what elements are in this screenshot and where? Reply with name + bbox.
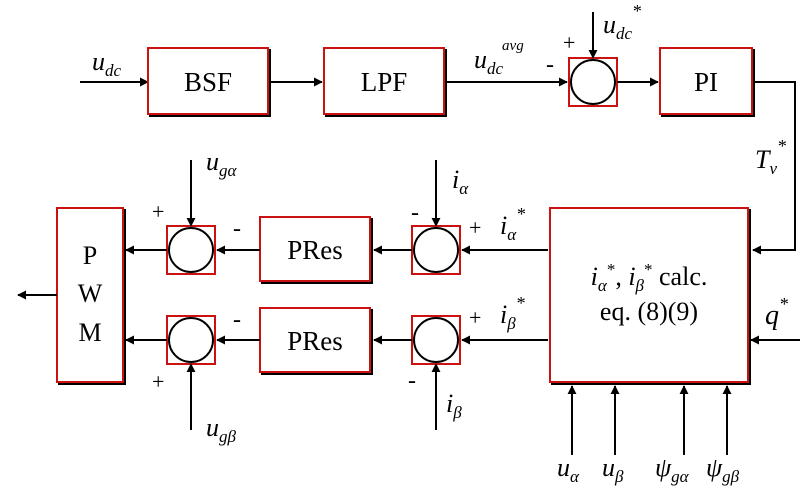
udc-ref-label: udc* xyxy=(603,1,641,43)
q-ref-label: q* xyxy=(765,294,788,331)
pres-alpha-label: PRes xyxy=(287,235,343,265)
pi-block: PI xyxy=(659,47,755,117)
alpha-current-summing-junction xyxy=(411,225,461,275)
current-reference-calc-block: iα*, iβ* calc. eq. (8)(9) xyxy=(549,207,751,385)
alpha-current-minus-sign: - xyxy=(411,200,419,226)
lpf-block: LPF xyxy=(323,47,447,117)
pwm-block: P W M xyxy=(56,207,126,385)
udc-label: udc xyxy=(92,47,122,80)
alpha-voltage-summing-junction xyxy=(166,225,216,275)
beta-voltage-summing-junction xyxy=(166,315,216,365)
ualpha-label: uα xyxy=(557,453,580,486)
beta-voltage-minus-sign: - xyxy=(233,307,241,333)
beta-voltage-plus-sign: + xyxy=(152,369,164,394)
psigalpha-label: ψgα xyxy=(655,453,690,486)
alpha-voltage-plus-sign: + xyxy=(152,199,164,224)
pres-beta-label: PRes xyxy=(287,326,343,356)
ugalpha-label: ugα xyxy=(206,147,238,180)
pres-beta-block: PRes xyxy=(259,307,373,375)
alpha-voltage-minus-sign: - xyxy=(233,216,241,242)
pi-label: PI xyxy=(694,67,718,97)
psigbeta-label: ψgβ xyxy=(706,453,740,486)
pres-alpha-block: PRes xyxy=(259,216,373,284)
beta-current-minus-sign: - xyxy=(408,368,416,394)
ialpha-ref-label: iα* xyxy=(500,204,525,244)
beta-current-plus-sign: + xyxy=(469,305,481,330)
lpf-label: LPF xyxy=(361,67,408,97)
pwm-letter-p: P xyxy=(83,241,97,270)
dc-summing-junction xyxy=(568,57,618,107)
tv-ref-label: Tv* xyxy=(755,136,786,178)
calc-line2: eq. (8)(9) xyxy=(600,297,698,326)
alpha-current-plus-sign: + xyxy=(469,215,481,240)
ubeta-label: uβ xyxy=(602,453,624,486)
pwm-letter-w: W xyxy=(78,279,103,308)
dc-sum-plus-sign: + xyxy=(563,30,575,55)
ugbeta-label: ugβ xyxy=(206,413,237,446)
ialpha-label: iα xyxy=(452,165,469,198)
pwm-letter-m: M xyxy=(78,318,101,347)
calc-line1: iα*, iβ* calc. xyxy=(591,260,708,295)
dc-sum-minus-sign: - xyxy=(546,52,554,78)
ibeta-ref-label: iβ* xyxy=(500,293,525,333)
bsf-label: BSF xyxy=(184,67,232,97)
bsf-block: BSF xyxy=(147,47,271,117)
udc-avg-label: udcavg xyxy=(474,38,524,78)
ibeta-label: iβ xyxy=(446,389,462,422)
tv-ref-path xyxy=(752,81,796,255)
beta-current-summing-junction xyxy=(411,315,461,365)
